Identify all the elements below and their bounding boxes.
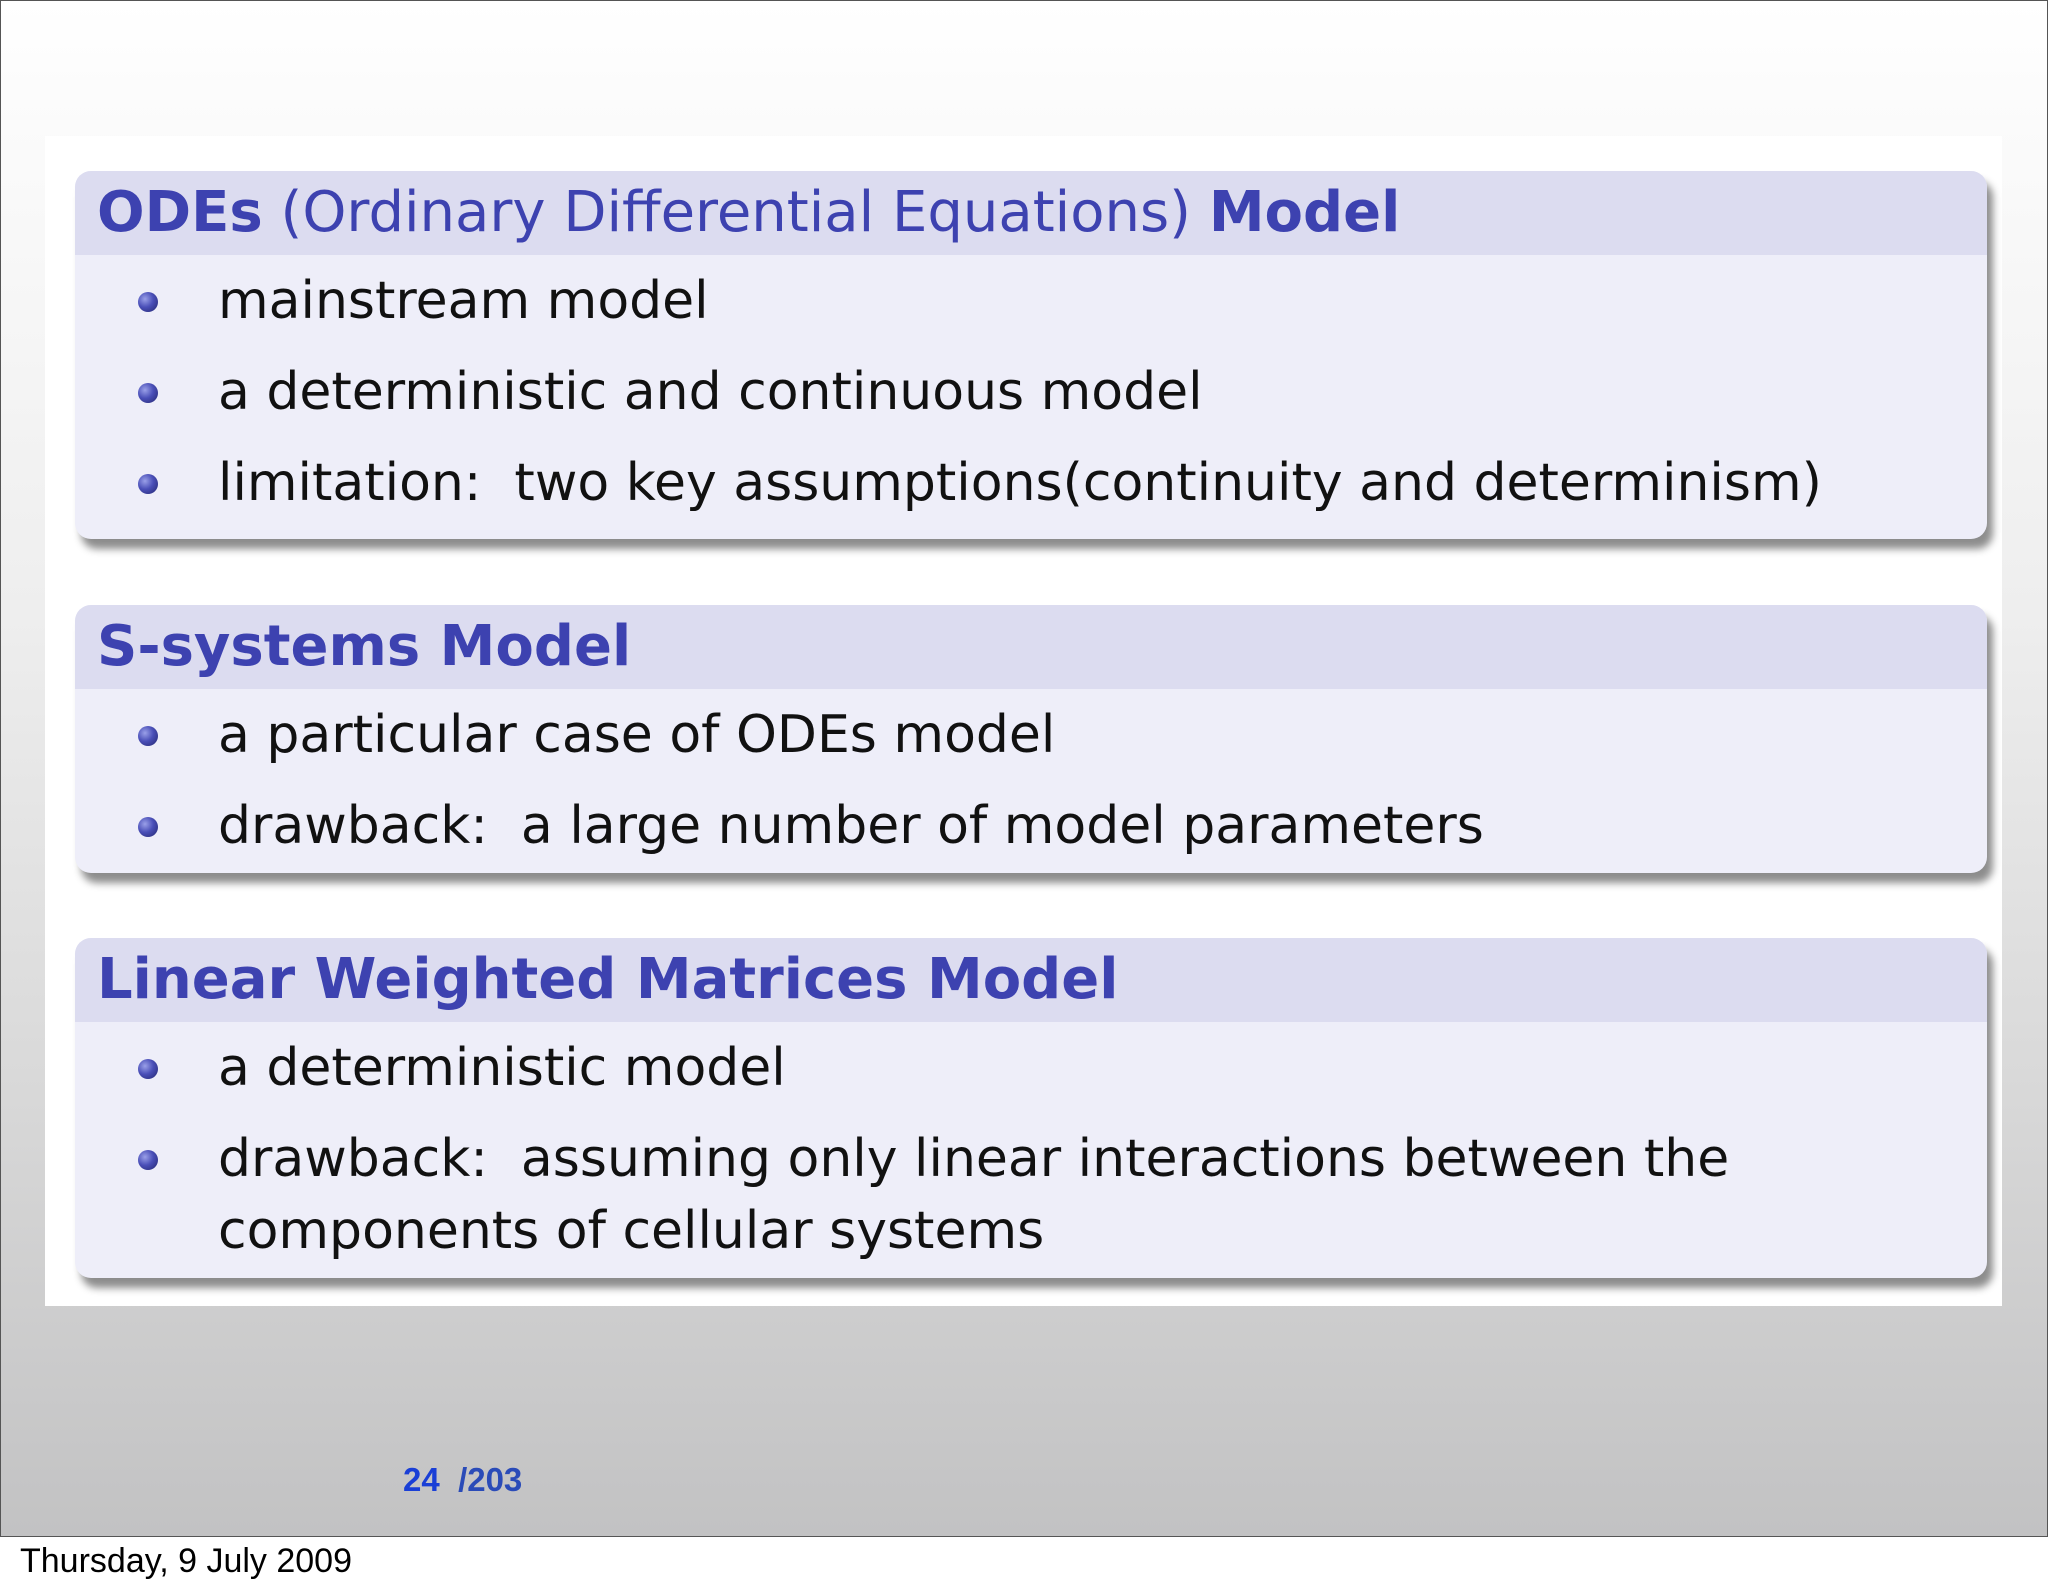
block-body: a deterministic model drawback: assuming… bbox=[75, 1022, 1987, 1267]
list-item: a deterministic and continuous model bbox=[75, 356, 1987, 428]
bullet-icon bbox=[138, 383, 158, 403]
list-item-text: drawback: assuming only linear interacti… bbox=[218, 1129, 1746, 1261]
list-item: limitation: two key assumptions(continui… bbox=[75, 447, 1987, 519]
list-item-text: mainstream model bbox=[218, 271, 709, 331]
bullet-icon bbox=[138, 817, 158, 837]
bullet-icon bbox=[138, 1059, 158, 1079]
list-item: a particular case of ODEs model bbox=[75, 699, 1987, 771]
list-item-text: drawback: a large number of model parame… bbox=[218, 796, 1484, 856]
bullet-icon bbox=[138, 726, 158, 746]
bullet-icon bbox=[138, 1150, 158, 1170]
page-total: /203 bbox=[458, 1461, 523, 1498]
list-item-text: a particular case of ODEs model bbox=[218, 705, 1056, 765]
block-title-bold: Model bbox=[1208, 180, 1401, 245]
block-title-subtitle: (Ordinary Differential Equations) bbox=[262, 180, 1209, 245]
list-item-text: a deterministic model bbox=[218, 1038, 786, 1098]
slide-content: ODEs (Ordinary Differential Equations) M… bbox=[45, 136, 2002, 1306]
block-title-bold: ODEs bbox=[97, 180, 263, 245]
list-item-text: limitation: two key assumptions(continui… bbox=[218, 453, 1822, 513]
list-item: a deterministic model bbox=[75, 1032, 1987, 1104]
footer-date: Thursday, 9 July 2009 bbox=[20, 1542, 352, 1580]
list-item: mainstream model bbox=[75, 265, 1987, 337]
bullet-icon bbox=[138, 292, 158, 312]
page-number: 24 /203 bbox=[403, 1461, 522, 1499]
block-title: S-systems Model bbox=[75, 605, 1987, 689]
list-item: drawback: assuming only linear interacti… bbox=[75, 1123, 1987, 1267]
slide-frame: ODEs (Ordinary Differential Equations) M… bbox=[0, 0, 2048, 1537]
block-linear-weighted-matrices-model: Linear Weighted Matrices Model a determi… bbox=[75, 938, 1987, 1278]
page-current: 24 bbox=[403, 1461, 440, 1498]
block-body: a particular case of ODEs model drawback… bbox=[75, 689, 1987, 862]
block-odes-model: ODEs (Ordinary Differential Equations) M… bbox=[75, 171, 1987, 539]
list-item: drawback: a large number of model parame… bbox=[75, 790, 1987, 862]
block-s-systems-model: S-systems Model a particular case of ODE… bbox=[75, 605, 1987, 873]
block-body: mainstream model a deterministic and con… bbox=[75, 255, 1987, 519]
block-title: Linear Weighted Matrices Model bbox=[75, 938, 1987, 1022]
bullet-icon bbox=[138, 474, 158, 494]
block-title: ODEs (Ordinary Differential Equations) M… bbox=[75, 171, 1987, 255]
list-item-text: a deterministic and continuous model bbox=[218, 362, 1203, 422]
